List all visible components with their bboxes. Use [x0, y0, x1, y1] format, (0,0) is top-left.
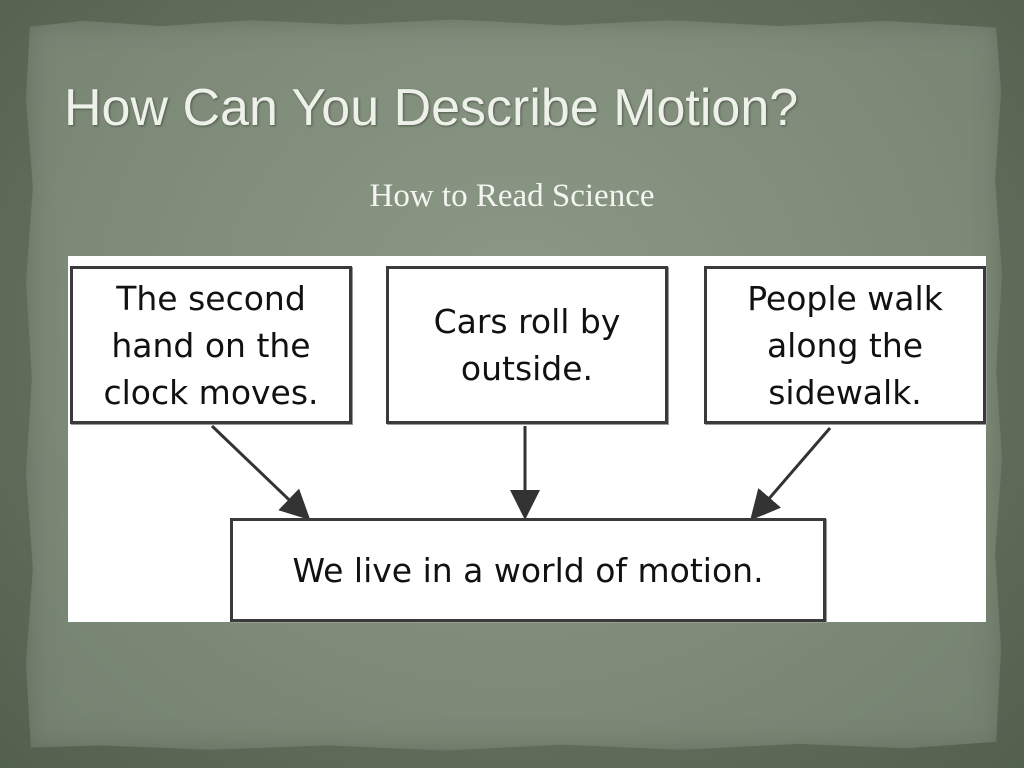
detail-box-text: Cars roll by outside. [433, 302, 621, 388]
detail-box-text: The second hand on the clock moves. [103, 278, 319, 412]
slide-subtitle: How to Read Science [369, 178, 655, 214]
main-idea-box: We live in a world of motion. [230, 518, 826, 622]
detail-box-text: People walk along the sidewalk. [747, 278, 943, 412]
arrow-1 [210, 424, 311, 521]
arrow-layer [210, 424, 832, 521]
detail-box-people: People walk along the sidewalk. [704, 266, 986, 424]
main-idea-text: We live in a world of motion. [292, 550, 764, 590]
concept-diagram: The second hand on the clock moves. Cars… [68, 256, 986, 622]
detail-box-clock: The second hand on the clock moves. [70, 266, 352, 424]
slide-title: How Can You Describe Motion? [64, 79, 799, 137]
arrow-3 [750, 427, 832, 521]
detail-box-cars: Cars roll by outside. [386, 266, 668, 424]
